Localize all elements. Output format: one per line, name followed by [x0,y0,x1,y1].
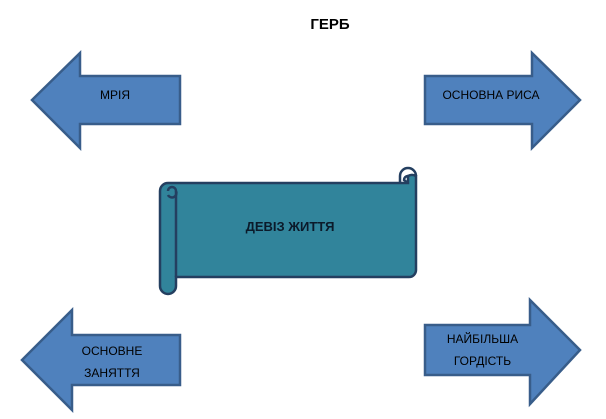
page-title: ГЕРБ [310,16,350,33]
arrow-left-bottom [20,306,182,414]
arrow-right-bottom [423,296,582,408]
greatest-pride-line1: НАЙБІЛЬША [446,332,519,346]
scroll-banner [158,166,418,296]
main-occupation-line1: ОСНОВНЕ [81,344,143,358]
greatest-pride-line2: ГОРДІСТЬ [453,354,512,368]
motto-label: ДЕВІЗ ЖИТТЯ [245,219,335,234]
main-occupation-line2: ЗАНЯТТЯ [84,366,140,380]
greatest-pride-label: НАЙБІЛЬША ГОРДІСТЬ [430,328,535,372]
dream-label: МРІЯ [100,88,130,102]
main-occupation-label: ОСНОВНЕ ЗАНЯТТЯ [62,340,162,384]
main-trait-label: ОСНОВНА РИСА [442,88,540,102]
arrow-left-top [30,50,182,152]
arrow-right-top [423,50,582,152]
